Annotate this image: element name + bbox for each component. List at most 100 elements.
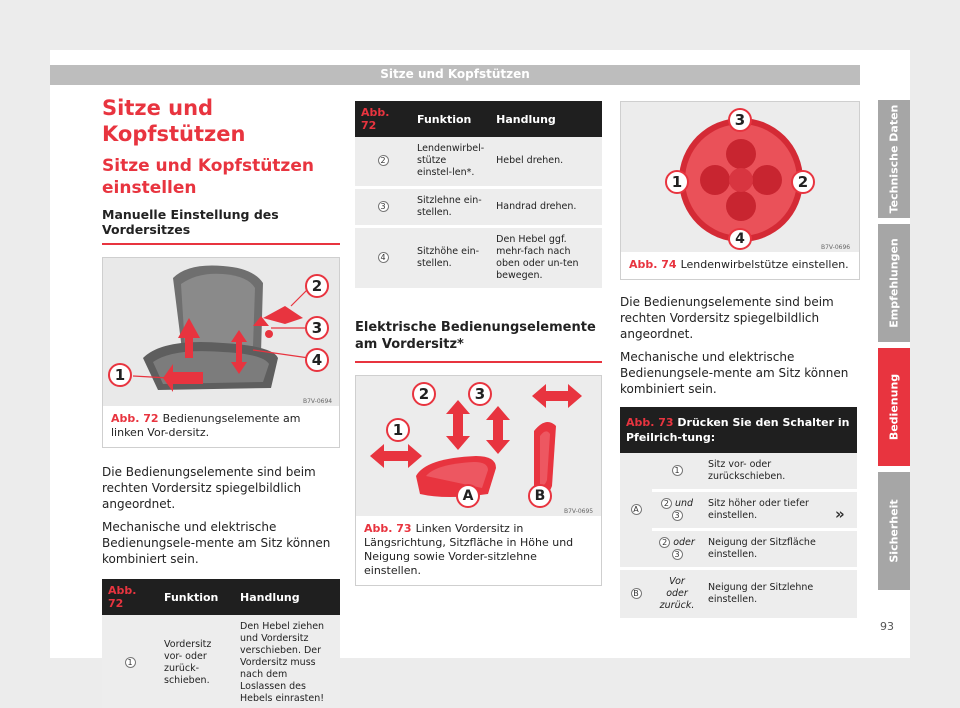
tab-sicherheit[interactable]: Sicherheit <box>878 472 910 590</box>
table-cell: Neigung der Sitzlehne einstellen. <box>702 568 857 621</box>
lumbar-support-illustration: B7V-0696 1 2 3 4 <box>621 102 859 252</box>
paragraph: Mechanische und elektrische Bedienungsel… <box>102 520 331 566</box>
letter-badge: B <box>630 588 642 599</box>
table-cell: Handrad drehen. <box>490 187 602 228</box>
tab-technische-daten[interactable]: Technische Daten <box>878 100 910 218</box>
conjunction: oder <box>673 537 695 548</box>
table-cell: Sitz höher oder tiefer einstellen. <box>702 490 857 531</box>
tab-label: Bedienung <box>887 373 901 441</box>
figure-label: Abb. 74 <box>629 258 677 271</box>
table-cell: 3 <box>355 187 411 228</box>
table-cell: Sitzhöhe ein-stellen. <box>411 226 491 291</box>
number-badge: 3 <box>671 510 683 521</box>
callout-1: 1 <box>665 170 689 194</box>
figure-code: B7V-0696 <box>821 244 851 251</box>
function-table: Abb. 72 Funktion Handlung 1 Vordersitz v… <box>102 579 340 708</box>
table-header: Abb. 72 <box>355 101 411 137</box>
table-header: Funktion <box>158 579 234 615</box>
table-header-row: Abb. 72 Funktion Handlung <box>355 101 602 137</box>
tab-bedienung[interactable]: Bedienung <box>878 348 910 466</box>
column-left: Sitze und Kopfstützen Sitze und Kopfstüt… <box>102 95 340 708</box>
switch-table: Abb. 73 Drücken Sie den Schalter in Pfei… <box>620 407 857 621</box>
number-badge: 1 <box>124 657 136 668</box>
table-cell: Sitzlehne ein-stellen. <box>411 187 491 228</box>
column-middle: Abb. 72 Funktion Handlung 2 Lendenwirbel… <box>355 101 602 586</box>
number-badge: 2 <box>377 155 389 167</box>
table-row: 2 Lendenwirbel-stütze einstel-len*. Hebe… <box>355 137 602 189</box>
table-cell: 1 <box>652 453 702 492</box>
table-cell: Sitz vor- oder zurückschieben. <box>702 453 857 492</box>
number-badge: 3 <box>671 549 683 560</box>
figure-label: Abb. 73 <box>364 521 412 535</box>
table-header-row: Abb. 72 Funktion Handlung <box>102 579 340 615</box>
number-badge: 4 <box>377 251 389 263</box>
table-header-ref: Abb. 73 <box>626 416 674 429</box>
callout-2: 2 <box>412 381 436 406</box>
section-title: Sitze und Kopfstützen einstellen <box>102 156 314 198</box>
figure-caption-text: Linken Vordersitz in Längsrichtung, Sitz… <box>364 521 574 577</box>
callout-2: 2 <box>791 170 815 194</box>
table-cell: 2 <box>355 137 411 189</box>
table-row: B Vor oder zurück. Neigung der Sitzlehne… <box>620 568 857 621</box>
table-header: Abb. 73 Drücken Sie den Schalter in Pfei… <box>620 407 857 453</box>
table-cell: Vordersitz vor- oder zurück-schieben. <box>158 615 234 708</box>
figure-caption-text: Bedienungselemente am linken Vor-dersitz… <box>111 412 301 439</box>
table-cell: 1 <box>102 615 158 708</box>
electric-controls-illustration: B7V-0695 1 2 3 A B <box>356 375 601 516</box>
subsection-title: Elektrische Bedienungselemente am Vorder… <box>355 319 602 363</box>
callout-4: 4 <box>305 348 329 372</box>
table-row: A 1 Sitz vor- oder zurückschieben. <box>620 453 857 570</box>
number-badge: 3 <box>377 200 389 212</box>
table-row: 2 oder 3 Neigung der Sitzfläche einstell… <box>620 529 857 570</box>
running-header: Sitze und Kopfstützen <box>50 65 860 85</box>
page-number: 93 <box>880 620 894 633</box>
letter-badge: A <box>630 504 642 515</box>
subsection-title: Manuelle Einstellung des Vordersitzes <box>102 207 340 245</box>
table-header: Abb. 72 <box>102 579 158 615</box>
paragraph: Die Bedienungselemente sind beim rechten… <box>102 465 316 511</box>
table-cell: 4 <box>355 226 411 291</box>
table-header-row: Abb. 73 Drücken Sie den Schalter in Pfei… <box>620 407 857 453</box>
table-row: 4 Sitzhöhe ein-stellen. Den Hebel ggf. m… <box>355 226 602 291</box>
continue-marker: » <box>835 505 845 523</box>
table-cell: Den Hebel ziehen und Vordersitz verschie… <box>234 615 340 708</box>
tab-label: Sicherheit <box>887 499 901 563</box>
table-cell: Lendenwirbel-stütze einstel-len*. <box>411 137 491 189</box>
table-cell: B <box>620 568 652 621</box>
figure-code: B7V-0695 <box>564 507 594 515</box>
figure-code: B7V-0694 <box>303 398 333 405</box>
table-row: 2 und 3 Sitz höher oder tiefer einstelle… <box>620 490 857 531</box>
table-cell: Hebel drehen. <box>490 137 602 189</box>
number-badge: 2 <box>659 537 671 548</box>
callout-3: 3 <box>468 381 492 406</box>
callout-3: 3 <box>728 108 752 132</box>
table-header: Handlung <box>490 101 602 137</box>
function-table: Abb. 72 Funktion Handlung 2 Lendenwirbel… <box>355 101 602 291</box>
tab-empfehlungen[interactable]: Empfehlungen <box>878 224 910 342</box>
control-direction: Vor oder zurück. <box>659 576 695 611</box>
callout-4: 4 <box>728 228 752 250</box>
table-cell: 2 oder 3 <box>652 529 702 570</box>
table-cell: A <box>620 453 652 570</box>
paragraph: Die Bedienungselemente sind beim rechten… <box>620 295 834 341</box>
figure-caption-text: Lendenwirbelstütze einstellen. <box>680 258 849 271</box>
callout-3: 3 <box>305 316 329 340</box>
number-badge: 2 <box>660 498 672 509</box>
table-header: Funktion <box>411 101 491 137</box>
chapter-title: Sitze und Kopfstützen <box>102 96 246 146</box>
electric-controls-drawing <box>356 375 601 516</box>
paragraph: Mechanische und elektrische Bedienungsel… <box>620 350 849 396</box>
table-cell: Den Hebel ggf. mehr-fach nach oben oder … <box>490 226 602 291</box>
conjunction: und <box>674 498 694 509</box>
table-cell: 2 und 3 <box>652 490 702 531</box>
callout-1: 1 <box>386 417 410 442</box>
tab-label: Technische Daten <box>887 104 901 214</box>
tab-label: Empfehlungen <box>887 238 901 328</box>
table-cell: Vor oder zurück. <box>652 568 702 621</box>
table-header: Handlung <box>234 579 340 615</box>
